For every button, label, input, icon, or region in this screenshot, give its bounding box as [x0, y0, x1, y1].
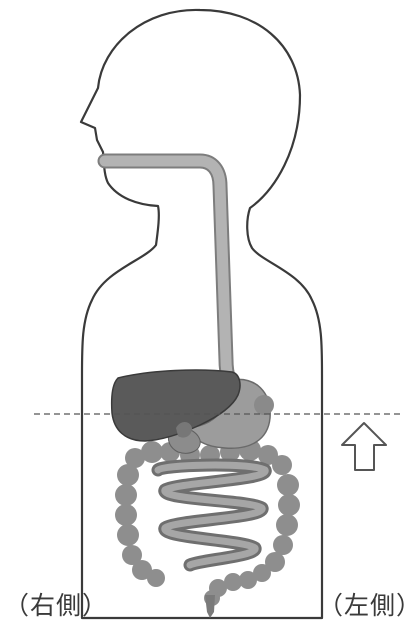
left-side-label: （左側） [318, 586, 408, 622]
right-side-label: （右側） [4, 586, 108, 622]
up-arrow-icon [342, 423, 386, 470]
spleen [254, 395, 274, 415]
